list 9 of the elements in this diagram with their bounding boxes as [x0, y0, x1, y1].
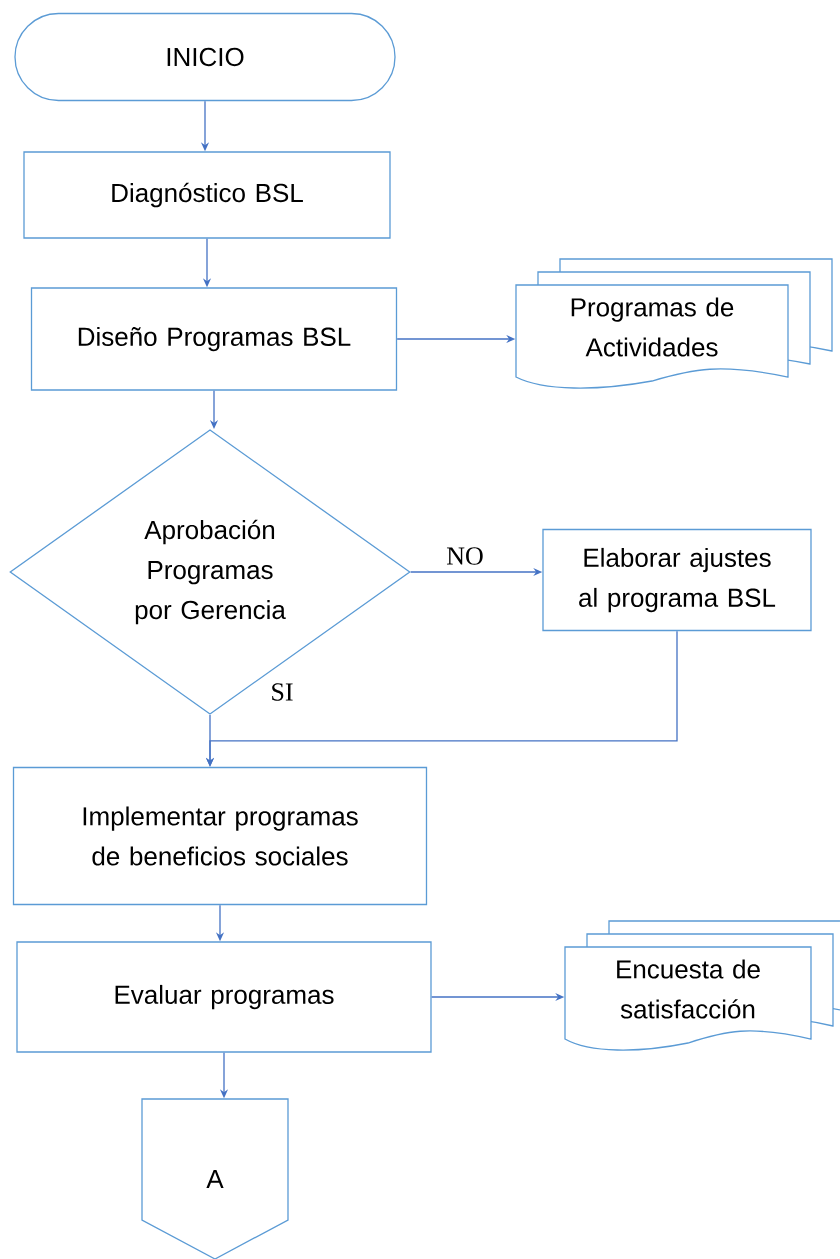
- process-box: Diagnóstico BSL: [23, 151, 391, 239]
- process-box: Diseño Programas BSL: [30, 287, 398, 391]
- start-terminator: INICIO: [14, 12, 396, 102]
- process-box: Implementar programas de beneficios sociales: [12, 766, 428, 906]
- edge-label: NO: [445, 546, 485, 566]
- edge-label: SI: [269, 682, 295, 702]
- off-page-connector: A: [141, 1098, 289, 1259]
- process-box: Elaborar ajustes al programa BSL: [542, 528, 812, 632]
- process-box: Evaluar programas: [16, 941, 432, 1053]
